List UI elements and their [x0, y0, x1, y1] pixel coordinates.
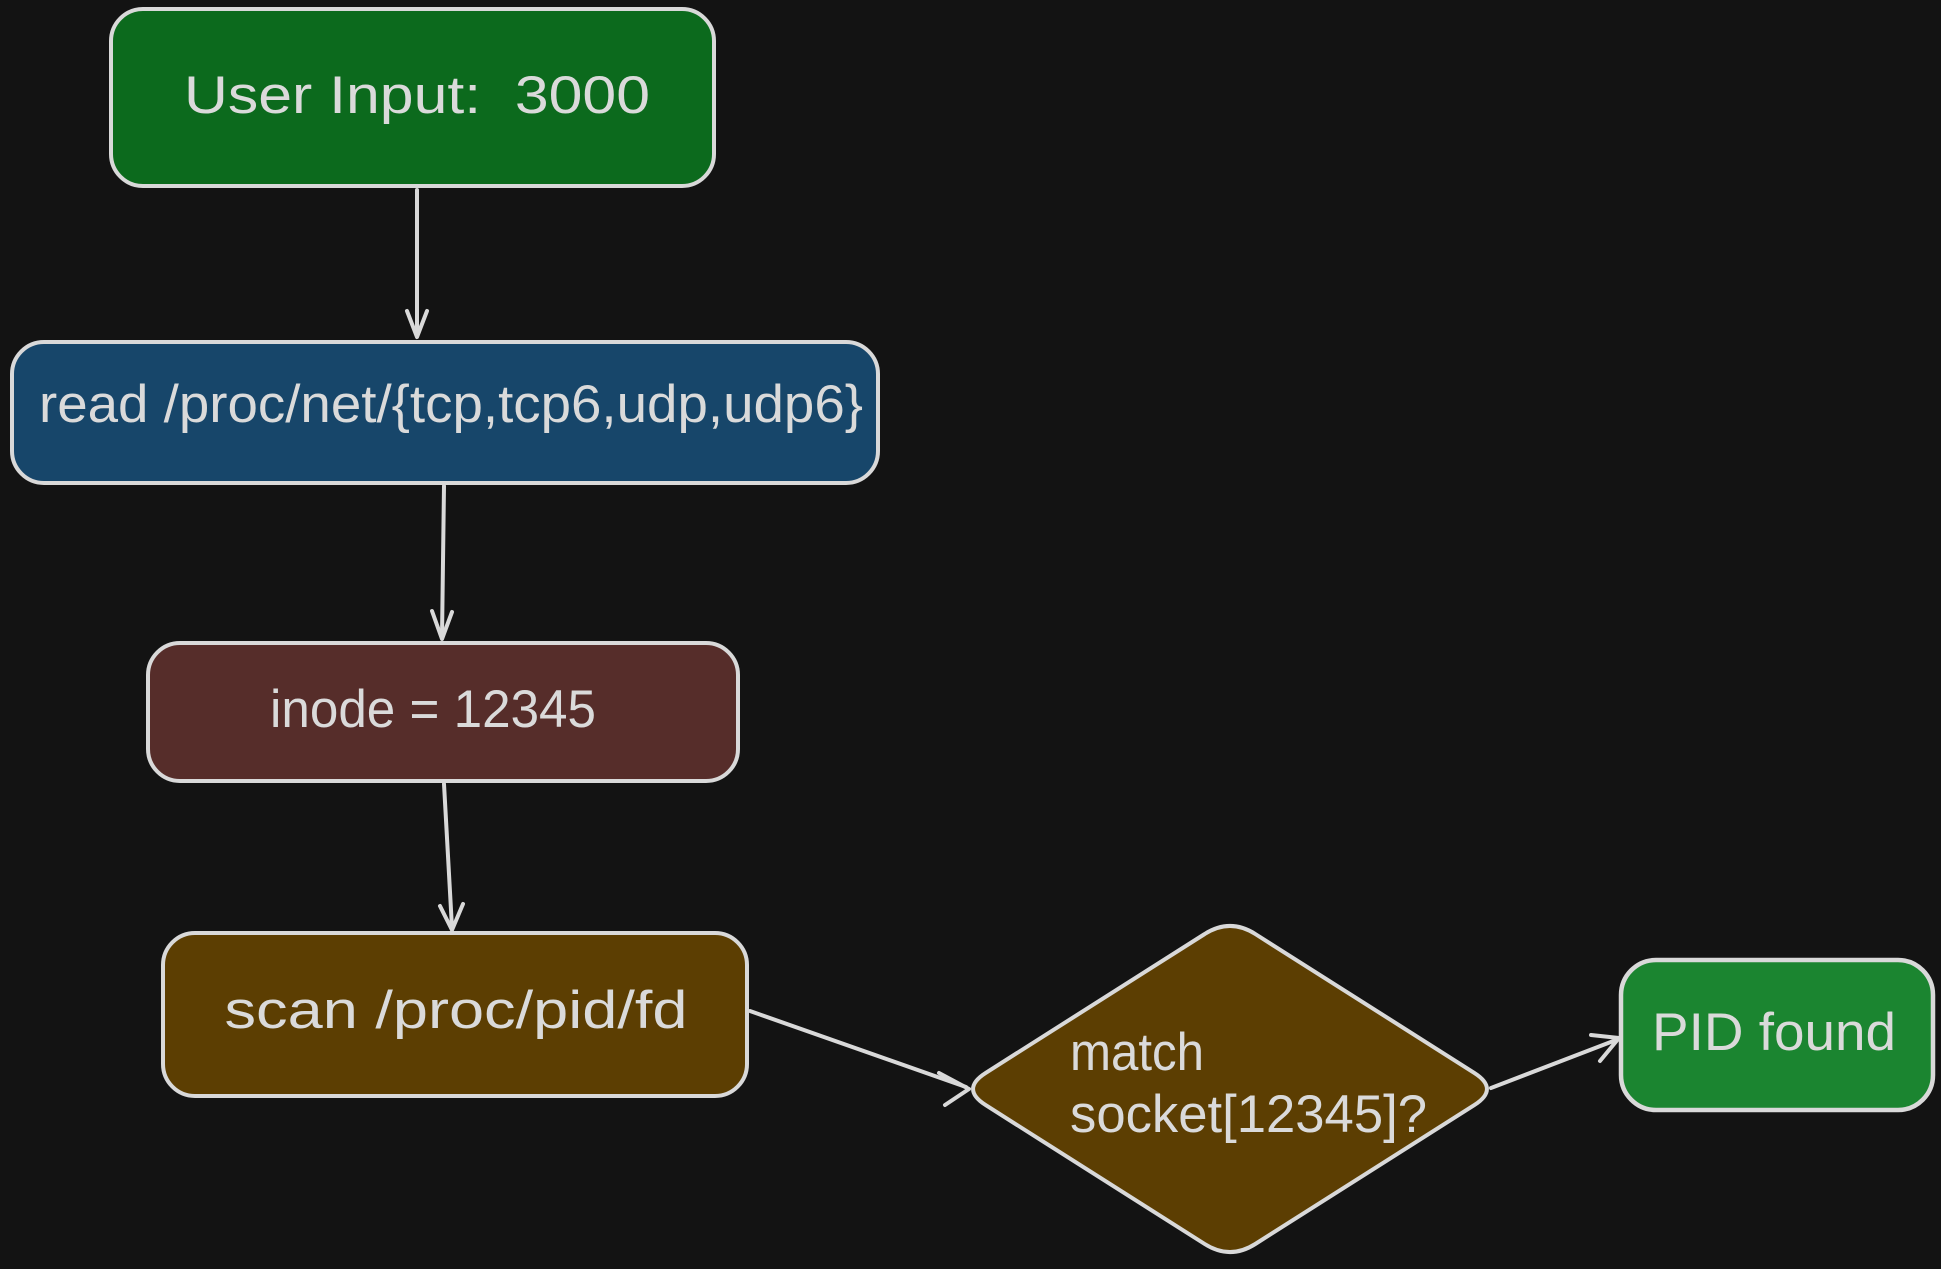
svg-text:match: match [1070, 1023, 1204, 1082]
svg-text:User Input: 3000: User Input: 3000 [184, 66, 650, 125]
svg-text:scan /proc/pid/fd: scan /proc/pid/fd [225, 981, 688, 1040]
svg-text:read /proc/net/{tcp,tcp6,udp,u: read /proc/net/{tcp,tcp6,udp,udp6} [39, 375, 863, 434]
svg-text:socket[12345]?: socket[12345]? [1070, 1085, 1427, 1144]
svg-text:PID found: PID found [1652, 1003, 1896, 1062]
svg-text:inode = 12345: inode = 12345 [270, 680, 596, 739]
